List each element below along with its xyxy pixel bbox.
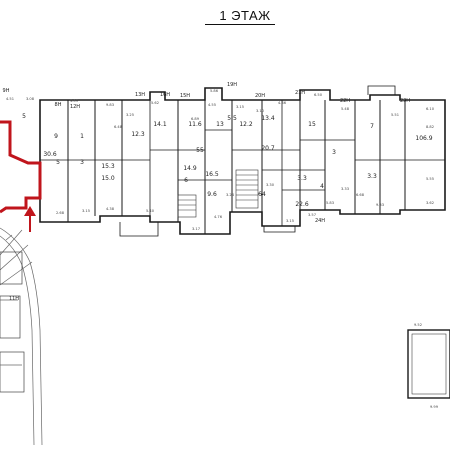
grid-axis-label: 21Н <box>295 90 305 96</box>
grid-axis-label: 9Н <box>3 88 10 94</box>
dimension-label: 3.30 <box>266 183 275 187</box>
dimension-label: 6.10 <box>426 107 435 111</box>
grid-labels: 9Н 8Н 12Н 13Н 16Н 15Н 19Н 20Н 21Н 22Н 23Н 24Н 11Н <box>3 82 411 302</box>
grid-axis-label: 20Н <box>255 93 265 99</box>
room-area-label: 20.7 <box>261 145 275 152</box>
room-area-label: 9.6 <box>207 191 217 198</box>
building-walls <box>39 87 446 235</box>
dimension-label: 3.15 <box>286 219 294 223</box>
dimension-label: 3.15 <box>236 105 244 109</box>
dimension-label: 5.40 <box>146 209 155 213</box>
grid-axis-label: 16Н <box>160 92 170 98</box>
room-area-label: 9 <box>54 133 58 140</box>
dimension-label: 3.15 <box>82 209 90 213</box>
grid-axis-label: 19Н <box>227 82 237 88</box>
grid-axis-label: 12Н <box>70 104 80 110</box>
room-area-label: 3.3 <box>297 175 307 182</box>
dimension-label: 4.55 <box>208 103 216 107</box>
room-area-label: 3 <box>332 149 336 156</box>
dimension-label: 6.89 <box>191 117 200 121</box>
dimension-label: 4.76 <box>214 215 223 219</box>
room-area-label: 3.3 <box>367 173 377 180</box>
dimension-label: 2.68 <box>56 211 65 215</box>
dimension-label: 4.51 <box>6 97 14 101</box>
grid-axis-label: 13Н <box>135 92 145 98</box>
room-area-label: 14.1 <box>153 121 167 128</box>
dimension-label: 6.68 <box>356 193 365 197</box>
title-underline <box>205 24 275 25</box>
grid-axis-label: 22Н <box>340 98 350 104</box>
dimension-label: 3.24 <box>226 193 235 197</box>
grid-axis-label: 15Н <box>180 93 190 99</box>
room-area-label: 15 <box>308 121 316 128</box>
room-area-label: 4 <box>320 183 324 190</box>
dimension-label: 5.55 <box>426 177 434 181</box>
room-area-label: 5 <box>56 159 60 166</box>
dimension-label: 3.25 <box>126 113 134 117</box>
outbuilding <box>407 329 450 399</box>
dimension-label: 3.17 <box>192 227 200 231</box>
room-area-label: 12.2 <box>239 121 253 128</box>
room-area-label: 13.4 <box>261 115 275 122</box>
room-area-label: 16.5 <box>205 171 219 178</box>
dimension-label: 5.86 <box>210 89 219 93</box>
room-area-label: 6 <box>184 177 188 184</box>
room-area-label: 22.6 <box>295 201 309 208</box>
room-area-label: 55 <box>196 147 204 154</box>
grid-axis-label: 8Н <box>55 102 62 108</box>
dimension-label: 9.99 <box>430 405 439 409</box>
room-area-label: 5 <box>22 113 26 120</box>
room-area-label: 5.5 <box>227 115 237 122</box>
dimension-label: 3.57 <box>308 213 316 217</box>
room-area-label: 7 <box>370 123 374 130</box>
page-title: 1 ЭТАЖ <box>219 8 271 23</box>
room-area-label: 13 <box>216 121 224 128</box>
grid-axis-label: 24Н <box>315 218 325 224</box>
dimension-label: 3.08 <box>26 97 35 101</box>
room-area-label: 15.0 <box>101 175 115 182</box>
room-area-label: 106.9 <box>415 135 432 142</box>
grid-axis-label: 23Н <box>400 98 410 104</box>
dimension-label: 3.09 <box>70 99 79 103</box>
dimension-label: 6.50 <box>314 93 323 97</box>
dimension-label: 3.10 <box>256 109 265 113</box>
entrance-porches <box>119 85 396 237</box>
room-area-label: 14.9 <box>183 165 197 172</box>
dimension-label: 3.33 <box>341 187 349 191</box>
staircase <box>177 169 259 218</box>
dimension-label: 3.62 <box>426 201 434 205</box>
dimension-label: 6.48 <box>114 125 123 129</box>
room-area-label: 64 <box>258 191 266 198</box>
dimension-label: 5.62 <box>151 101 159 105</box>
dimension-label: 4.86 <box>278 101 287 105</box>
dimension-label: 5.83 <box>326 201 334 205</box>
dimension-label: 9.83 <box>106 103 114 107</box>
room-area-label: 12.3 <box>131 131 145 138</box>
room-area-label: 3 <box>80 159 84 166</box>
room-area-label: 11.6 <box>188 121 202 128</box>
adjacent-road <box>0 227 43 446</box>
grid-axis-label: 11Н <box>9 296 19 302</box>
dimension-labels: 4.51 3.08 3.09 9.83 3.25 6.48 5.62 6.89 4.55 5.86… <box>6 89 439 409</box>
dimension-label: 5.48 <box>341 107 350 111</box>
highlighted-premises <box>0 120 42 232</box>
dimension-label: 5.51 <box>391 113 399 117</box>
dimension-label: 9.52 <box>414 323 422 327</box>
dimension-label: 4.38 <box>106 207 115 211</box>
dimension-label: 9.33 <box>376 203 384 207</box>
room-area-label: 30.6 <box>43 151 57 158</box>
room-area-label: 15.3 <box>101 163 115 170</box>
dimension-label: 8.82 <box>426 125 434 129</box>
room-area-label: 1 <box>80 133 84 140</box>
